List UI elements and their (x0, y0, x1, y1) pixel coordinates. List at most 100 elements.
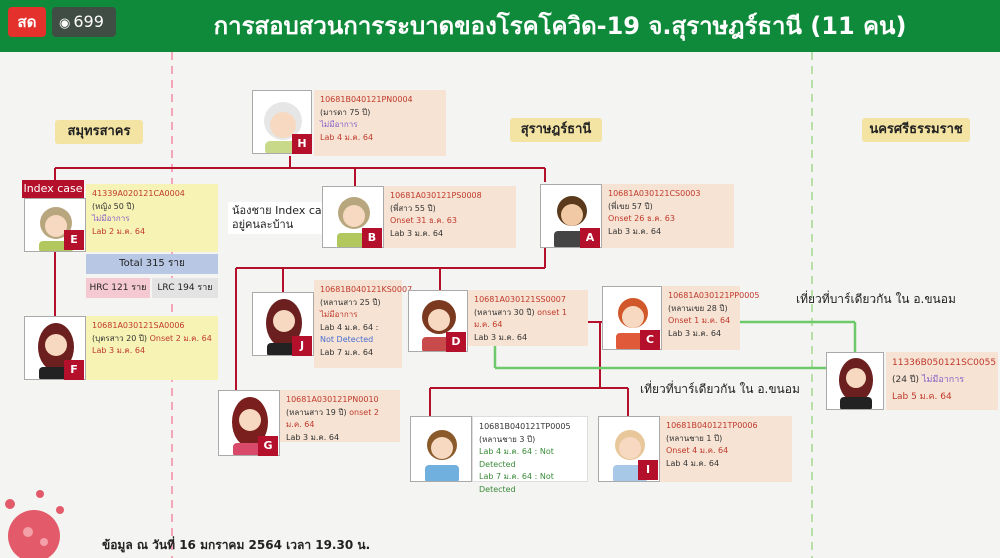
young-woman-icon (25, 317, 85, 379)
case-j-card: 10681B040121KS0007 (หลานสาว 25 ปี) ไม่มี… (314, 280, 413, 368)
bar-trip-links (493, 320, 857, 370)
lrc-contacts: LRC 194 ราย (152, 278, 218, 298)
case-n-symptom: ไม่มีอาการ (921, 375, 965, 385)
case-k-id: 10681B040121TP0005 (479, 422, 571, 431)
case-g-photo (218, 390, 280, 456)
case-g-card: 10681A030121PN0010 (หลานสาว 19 ปี) onset… (280, 390, 400, 442)
young-woman-icon (219, 391, 279, 455)
case-d-relation: (หลานสาว 30 ปี) (474, 307, 535, 317)
case-i-lab: Lab 4 ม.ค. 64 (666, 458, 720, 468)
case-a-card: 10681A030121CS0003 (พี่เขย 57 ปี) Onset … (602, 184, 734, 248)
case-i-id: 10681B040121TP0006 (666, 421, 758, 430)
case-c-badge: C (640, 330, 660, 350)
case-e-id: 41339A020121CA0004 (92, 189, 185, 198)
family-links (54, 156, 629, 416)
case-e-card: 41339A020121CA0004 (หญิง 50 ปี) ไม่มีอาก… (86, 184, 218, 252)
child-icon (411, 417, 471, 481)
case-j-result1: Not Detected (320, 335, 374, 344)
case-j-id: 10681B040121KS0007 (320, 285, 413, 294)
region-label-right: นครศรีธรรมราช (862, 118, 970, 142)
case-i-badge: I (638, 460, 658, 480)
case-a-relation: (พี่เขย 57 ปี) (608, 201, 653, 211)
case-n-relation: (24 ปี) (892, 375, 920, 385)
case-h-relation: (มารดา 75 ปี) (320, 107, 371, 117)
case-k-photo (410, 416, 472, 482)
case-e-symptom: ไม่มีอาการ (92, 214, 130, 223)
case-h-badge: H (292, 134, 312, 154)
case-f-relation: (บุตรสาว 20 ปี) (92, 333, 148, 343)
case-n-id: 11336B050121SC0055 (892, 358, 997, 368)
hrc-contacts: HRC 121 ราย (86, 278, 150, 298)
header-bar (0, 0, 1000, 52)
page-title: การสอบสวนการระบาดของโรคโควิด-19 จ.สุราษฎ… (213, 12, 907, 40)
case-d-id: 10681A030121SS0007 (474, 295, 566, 304)
case-k-lab2: Lab 7 ม.ค. 64 : Not Detected (479, 472, 554, 494)
case-b-card: 10681A030121PS0008 (พี่สาว 55 ปี) Onset … (384, 186, 516, 248)
case-n-lab: Lab 5 ม.ค. 64 (892, 392, 952, 402)
case-g-badge: G (258, 436, 278, 456)
case-e-lab: Lab 2 ม.ค. 64 (92, 226, 146, 236)
case-b-relation: (พี่สาว 55 ปี) (390, 203, 436, 213)
case-c-lab: Lab 3 ม.ค. 64 (668, 328, 722, 338)
case-f-onset: Onset 2 ม.ค. 64 (149, 333, 212, 343)
case-j-relation: (หลานสาว 25 ปี) (320, 297, 381, 307)
view-count: 699 (73, 12, 104, 31)
sibling-note-line2: อยู่คนละบ้าน (232, 218, 294, 231)
case-c-card: 10681A030121PP0005 (หลานเขย 28 ปี) Onset… (662, 286, 760, 350)
case-b-id: 10681A030121PS0008 (390, 191, 482, 200)
case-k-relation: (หลานชาย 3 ปี) (479, 434, 536, 444)
young-woman-icon (827, 353, 883, 409)
case-i-relation: (หลานชาย 1 ปี) (666, 433, 723, 443)
virus-icon (5, 490, 64, 558)
case-a-onset: Onset 26 ธ.ค. 63 (608, 214, 675, 223)
case-h-symptom: ไม่มีอาการ (320, 120, 358, 129)
case-d-onset: onset 1 ม.ค. 64 (474, 307, 567, 330)
case-i-card: 10681B040121TP0006 (หลานชาย 1 ปี) Onset … (660, 416, 792, 482)
case-b-onset: Onset 31 ธ.ค. 63 (390, 216, 457, 225)
case-d-badge: D (446, 332, 466, 352)
sibling-note-line1: น้องชาย Index case (232, 204, 335, 217)
case-g-lab: Lab 3 ม.ค. 64 (286, 432, 340, 442)
eye-icon: ◉ (59, 16, 71, 31)
view-counter[interactable]: ◉699 (52, 7, 116, 37)
case-b-lab: Lab 3 ม.ค. 64 (390, 228, 444, 238)
sibling-note: น้องชาย Index case อยู่คนละบ้าน (228, 202, 339, 234)
case-b-badge: B (362, 228, 382, 248)
case-d-lab: Lab 3 ม.ค. 64 (474, 332, 528, 342)
case-n-card: 11336B050121SC0055 (24 ปี) ไม่มีอาการ La… (886, 352, 998, 410)
case-a-id: 10681A030121CS0003 (608, 189, 701, 198)
case-f-card: 10681A030121SA0006 (บุตรสาว 20 ปี) Onset… (86, 316, 218, 380)
case-a-lab: Lab 3 ม.ค. 64 (608, 226, 662, 236)
case-k-card: 10681B040121TP0005 (หลานชาย 3 ปี) Lab 4 … (472, 416, 588, 494)
case-h-card: 10681B040121PN0004 (มารดา 75 ปี) ไม่มีอา… (314, 90, 446, 156)
case-e-badge: E (64, 230, 84, 250)
index-case-label: Index case (22, 180, 84, 198)
case-n-photo (826, 352, 884, 410)
case-j-lab1: Lab 4 ม.ค. 64 : (320, 322, 379, 332)
case-g-id: 10681A030121PN0010 (286, 395, 379, 404)
region-label-center: สุราษฎร์ธานี (510, 118, 602, 142)
trip-note-lower: เที่ยวที่บาร์เดียวกัน ใน อ.ขนอม (640, 382, 800, 396)
case-k-lab1: Lab 4 ม.ค. 64 : Not Detected (479, 447, 554, 469)
region-label-left: สมุทรสาคร (55, 120, 143, 144)
case-h-id: 10681B040121PN0004 (320, 95, 413, 104)
case-g-relation: (หลานสาว 19 ปี) (286, 407, 347, 417)
case-f-badge: F (64, 360, 84, 380)
case-i-onset: Onset 4 ม.ค. 64 (666, 446, 729, 455)
case-j-lab2: Lab 7 ม.ค. 64 (320, 347, 374, 357)
case-d-card: 10681A030121SS0007 (หลานสาว 30 ปี) onset… (468, 290, 588, 346)
case-g-onset: onset 2 ม.ค. 64 (286, 407, 379, 430)
case-f-lab: Lab 3 ม.ค. 64 (92, 346, 146, 355)
case-h-lab: Lab 4 ม.ค. 64 (320, 132, 374, 142)
case-a-badge: A (580, 228, 600, 248)
case-c-relation: (หลานเขย 28 ปี) (668, 303, 728, 313)
case-c-id: 10681A030121PP0005 (668, 291, 760, 300)
case-j-symptom: ไม่มีอาการ (320, 310, 358, 319)
live-badge[interactable]: สด (8, 7, 46, 37)
case-j-badge: J (292, 336, 312, 356)
case-e-relation: (หญิง 50 ปี) (92, 201, 135, 211)
case-f-id: 10681A030121SA0006 (92, 321, 185, 330)
total-contacts: Total 315 ราย (86, 254, 218, 274)
case-c-onset: Onset 1 ม.ค. 64 (668, 316, 731, 325)
